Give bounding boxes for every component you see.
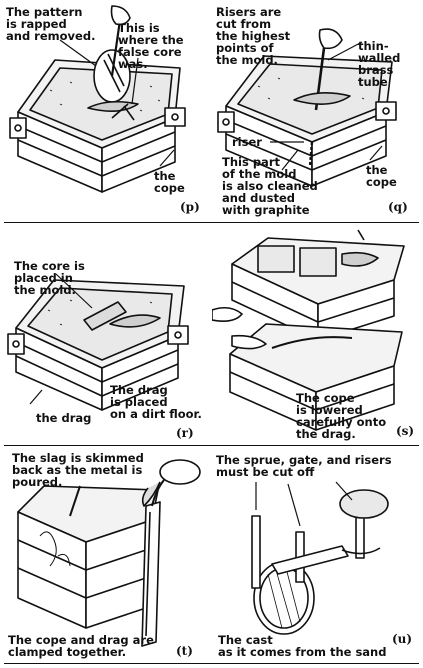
caption-core-placed: The core is placed in the mold.	[14, 259, 85, 297]
ladle	[159, 459, 201, 485]
caption-cut-off: The sprue, gate, and risers must be cut …	[216, 453, 392, 479]
panel-r-drawing	[7, 273, 189, 411]
caption-the-drag: the drag	[36, 411, 92, 425]
hand-right	[231, 334, 267, 350]
caption-risers-cut: Risers are cut from the highest points o…	[216, 5, 291, 67]
flask-handle-right	[164, 107, 186, 127]
flask-right-side	[101, 117, 176, 193]
caption-pattern-removed: The pattern is rapped and removed.	[6, 5, 96, 43]
caption-riser: riser	[232, 135, 262, 149]
panel-letter: (u)	[392, 632, 413, 646]
pouring-cup	[339, 489, 389, 519]
panel-u-drawing	[251, 481, 389, 635]
caption-the-cast: The cast as it comes from the sand	[218, 633, 387, 659]
hand-left	[212, 306, 243, 322]
panel-letter: (t)	[176, 644, 193, 658]
drag-flask-right	[315, 365, 395, 431]
caption-graphite: This part of the mold is also cleaned an…	[222, 155, 318, 217]
caption-cope-lowered: The cope is lowered carefully onto the d…	[296, 391, 387, 441]
hand	[318, 28, 343, 50]
metal-stream	[141, 481, 161, 507]
gate	[271, 545, 349, 575]
panel-letter: (r)	[176, 426, 194, 440]
caption-the-cope: the cope	[366, 163, 397, 189]
flask-right-side	[311, 111, 387, 187]
divider-row-2	[4, 445, 419, 447]
caption-clamped: The cope and drag are clamped together.	[8, 633, 154, 659]
hand	[110, 5, 131, 26]
panel-s-drawing	[212, 229, 405, 431]
core	[83, 301, 127, 331]
caption-brass-tube: thin- walled brass tube	[358, 39, 401, 89]
panel-q: Risers are cut from the highest points o…	[212, 0, 423, 222]
core-cavity	[109, 314, 161, 328]
core-cavity	[293, 92, 351, 105]
flask-handle-left	[9, 117, 27, 139]
sprue	[251, 515, 261, 589]
panel-t-drawing	[17, 459, 201, 647]
caption-drag-placed: The drag is placed on a dirt floor.	[110, 383, 202, 421]
panel-p: The pattern is rapped and removed. This …	[0, 0, 211, 222]
panel-u: The sprue, gate, and risers must be cut …	[212, 446, 423, 668]
panel-q-drawing	[217, 28, 397, 187]
divider-row-1	[4, 222, 419, 224]
panel-letter: (s)	[396, 424, 415, 438]
caption-slag-skimmed: The slag is skimmed back as the metal is…	[12, 451, 144, 489]
caption-the-cope: the cope	[154, 169, 185, 195]
clamp	[141, 501, 161, 647]
panel-letter: (p)	[180, 200, 200, 214]
panel-r: The core is placed in the mold. The drag…	[0, 224, 211, 446]
divider-bottom	[4, 663, 419, 665]
panel-s: The cope is lowered carefully onto the d…	[212, 224, 423, 446]
panel-letter: (q)	[388, 200, 408, 214]
riser	[308, 141, 314, 167]
caption-false-core: This is where the false core was.	[118, 21, 184, 71]
panel-t: The slag is skimmed back as the metal is…	[0, 446, 211, 668]
panel-p-drawing	[9, 5, 186, 193]
